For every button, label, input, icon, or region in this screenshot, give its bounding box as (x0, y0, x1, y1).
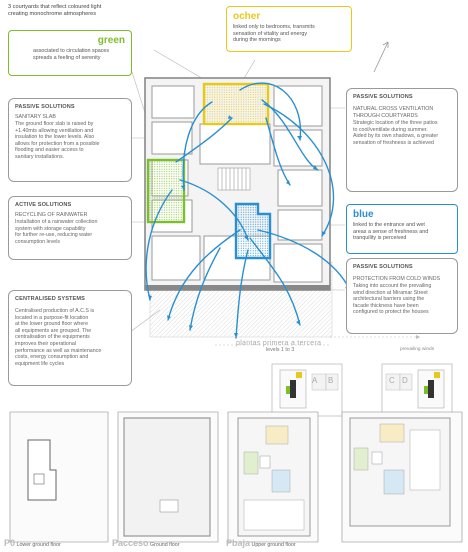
header-line-1: 3 courtyards that reflect coloured light (8, 4, 102, 10)
sanitary-line: +1.40mts allowing ventilation and (15, 127, 94, 134)
legend-blue-desc-2: areas a sense of freshness and (353, 228, 429, 235)
ventilation-subtitle-1: NATURAL CROSS VENTILATION (353, 106, 434, 112)
pbaja-name: Upper ground floor (251, 542, 296, 548)
rainwater-line: system with storage capability (15, 225, 86, 232)
arrow-heads (148, 115, 350, 338)
centralised-title: CENTRALISED SYSTEMS (15, 296, 85, 302)
centralised-line: all equipments are grouped. The (15, 327, 92, 334)
winds-line: wind direction at Miramar Street (353, 289, 428, 296)
sanitary-line: insulation to the lower levels. Also (15, 134, 95, 141)
ventilation-line: Strategic location of the three patios (353, 120, 438, 126)
legend-ocher: ocher linked only to bedrooms, transmits… (226, 6, 352, 52)
centralised-line: Centralised production of A.C.S is (15, 308, 95, 314)
p0-name: Lower ground floor (16, 542, 61, 548)
legend-blue-name: blue (353, 209, 374, 220)
plan-pacceso (117, 411, 219, 543)
legend-green: green associated to circulation spaces s… (8, 30, 132, 76)
sanitary-slab-subtitle: SANITARY SLAB (15, 114, 56, 120)
key-plan-ab (271, 363, 343, 417)
ventilation-arrows (145, 82, 351, 339)
centralised-systems-box: CENTRALISED SYSTEMS Centralised producti… (8, 290, 132, 386)
ventilation-subtitle-2: THROUGH COURTYARDS (353, 113, 418, 119)
winds-line: architectural barriers using the (353, 296, 425, 303)
legend-green-desc-1: associated to circulation spaces (33, 48, 110, 54)
key-d: D (402, 376, 408, 385)
p0-label: P0 Lower ground floor (4, 538, 61, 548)
pbaja-label: Pbaja Upper ground floor (226, 538, 296, 548)
key-a: A (312, 376, 318, 385)
sanitary-slab-box: PASSIVE SOLUTIONS SANITARY SLAB The grou… (8, 98, 132, 182)
cross-ventilation-box: PASSIVE SOLUTIONS NATURAL CROSS VENTILAT… (346, 88, 458, 192)
winds-text: Taking into account the prevailing wind … (353, 283, 451, 316)
winds-line (215, 336, 420, 346)
main-plan-title: plantas primera a tercera (236, 340, 322, 347)
centralised-text: Centralised production of A.C.S is locat… (15, 308, 125, 367)
winds-line: Taking into account the prevailing (353, 283, 432, 289)
winds-line: configured to protect the houses (353, 309, 429, 316)
centralised-line: equipment life cycles (15, 360, 65, 367)
legend-blue-desc-3: tranquility is perceived (353, 235, 407, 242)
ventilation-text: Strategic location of the three patios t… (353, 120, 451, 146)
plan-pbaja (227, 411, 319, 543)
legend-ocher-desc-1: linked only to bedrooms, transmits (233, 24, 315, 30)
winds-line: facade thickness have been (353, 302, 419, 309)
centralised-line: at the lower ground floor where (15, 321, 89, 328)
plan-levels (341, 411, 463, 543)
rainwater-title: ACTIVE SOLUTIONS (15, 202, 72, 208)
rainwater-line: for further re-use, reducing water (15, 232, 93, 239)
centralised-line: located in a purpose-fit location (15, 314, 89, 321)
ocher-courtyard (202, 82, 270, 126)
cold-winds-box: PASSIVE SOLUTIONS PROTECTION FROM COLD W… (346, 258, 458, 334)
centralised-line: performance as well as maintenance (15, 347, 102, 354)
winds-subtitle: PROTECTION FROM COLD WINDS (353, 276, 441, 282)
header-line-2: creating monochrome atmospheres (8, 11, 96, 17)
key-b: B (328, 376, 334, 385)
pacceso-name: Ground floor (150, 542, 180, 548)
legend-blue-desc: linked to the entrance and wet areas a s… (353, 222, 451, 242)
winds-title: PASSIVE SOLUTIONS (353, 264, 413, 270)
legend-ocher-desc-3: during the mornings (233, 37, 281, 44)
legend-ocher-name: ocher (233, 11, 261, 22)
sanitary-slab-title: PASSIVE SOLUTIONS (15, 104, 75, 110)
sanitary-slab-text: The ground floor slab is raised by +1.40… (15, 121, 125, 161)
rainwater-line: consumption levels (15, 238, 61, 245)
sanitary-line: The ground floor slab is raised by (15, 121, 94, 127)
p0-code: P0 (4, 538, 16, 548)
ventilation-line: to cool/ventilate during summer. (353, 126, 428, 133)
key-plan-cd (381, 363, 453, 417)
rainwater-box: ACTIVE SOLUTIONS RECYCLING OF RAINWATER … (8, 196, 132, 260)
pacceso-label: Pacceso Ground floor (112, 538, 179, 548)
ventilation-title: PASSIVE SOLUTIONS (353, 94, 413, 100)
ventilation-line: Aided by its own shadows, a greater (353, 133, 439, 140)
rainwater-text: Installation of a rainwater collection s… (15, 219, 125, 245)
main-plan-label: plantas primera a tercera levels 1 to 3 (236, 340, 321, 353)
centralised-line: costs, energy consumption and (15, 354, 89, 361)
plan-p0 (9, 411, 109, 543)
key-c: C (389, 376, 395, 385)
legend-green-name: green (97, 35, 125, 46)
winds-label: prevailing winds (400, 347, 435, 352)
blue-courtyard (234, 202, 272, 260)
rainwater-subtitle: RECYCLING OF RAINWATER (15, 212, 88, 218)
legend-ocher-desc-2: sensation of vitality and energy (233, 30, 308, 37)
rainwater-line: Installation of a rainwater collection (15, 219, 98, 225)
north-arrow-icon (373, 41, 389, 73)
legend-blue-desc-1: linked to the entrance and wet (353, 222, 425, 228)
centralised-line: centralisation of the equipments (15, 334, 90, 341)
legend-green-desc: associated to circulation spaces spreads… (15, 48, 125, 61)
main-plan-sublabel: levels 1 to 3 (266, 347, 295, 353)
sanitary-line: flooding and easier access to (15, 147, 84, 154)
legend-blue: blue linked to the entrance and wet area… (346, 204, 458, 254)
pacceso-code: Pacceso (112, 538, 149, 548)
green-courtyard (146, 158, 186, 224)
legend-green-desc-2: spreads a feeling of serenity (33, 54, 101, 61)
header-caption: 3 courtyards that reflect coloured light… (8, 4, 168, 18)
centralised-line: improves their operational (15, 340, 76, 347)
sanitary-line: sanitary installations. (15, 153, 65, 160)
legend-ocher-desc: linked only to bedrooms, transmits sensa… (233, 24, 345, 44)
ventilation-line: sensation of freshness is achieved (353, 139, 434, 146)
sanitary-line: allows for protection from a possible (15, 140, 100, 147)
pbaja-code: Pbaja (226, 538, 251, 548)
